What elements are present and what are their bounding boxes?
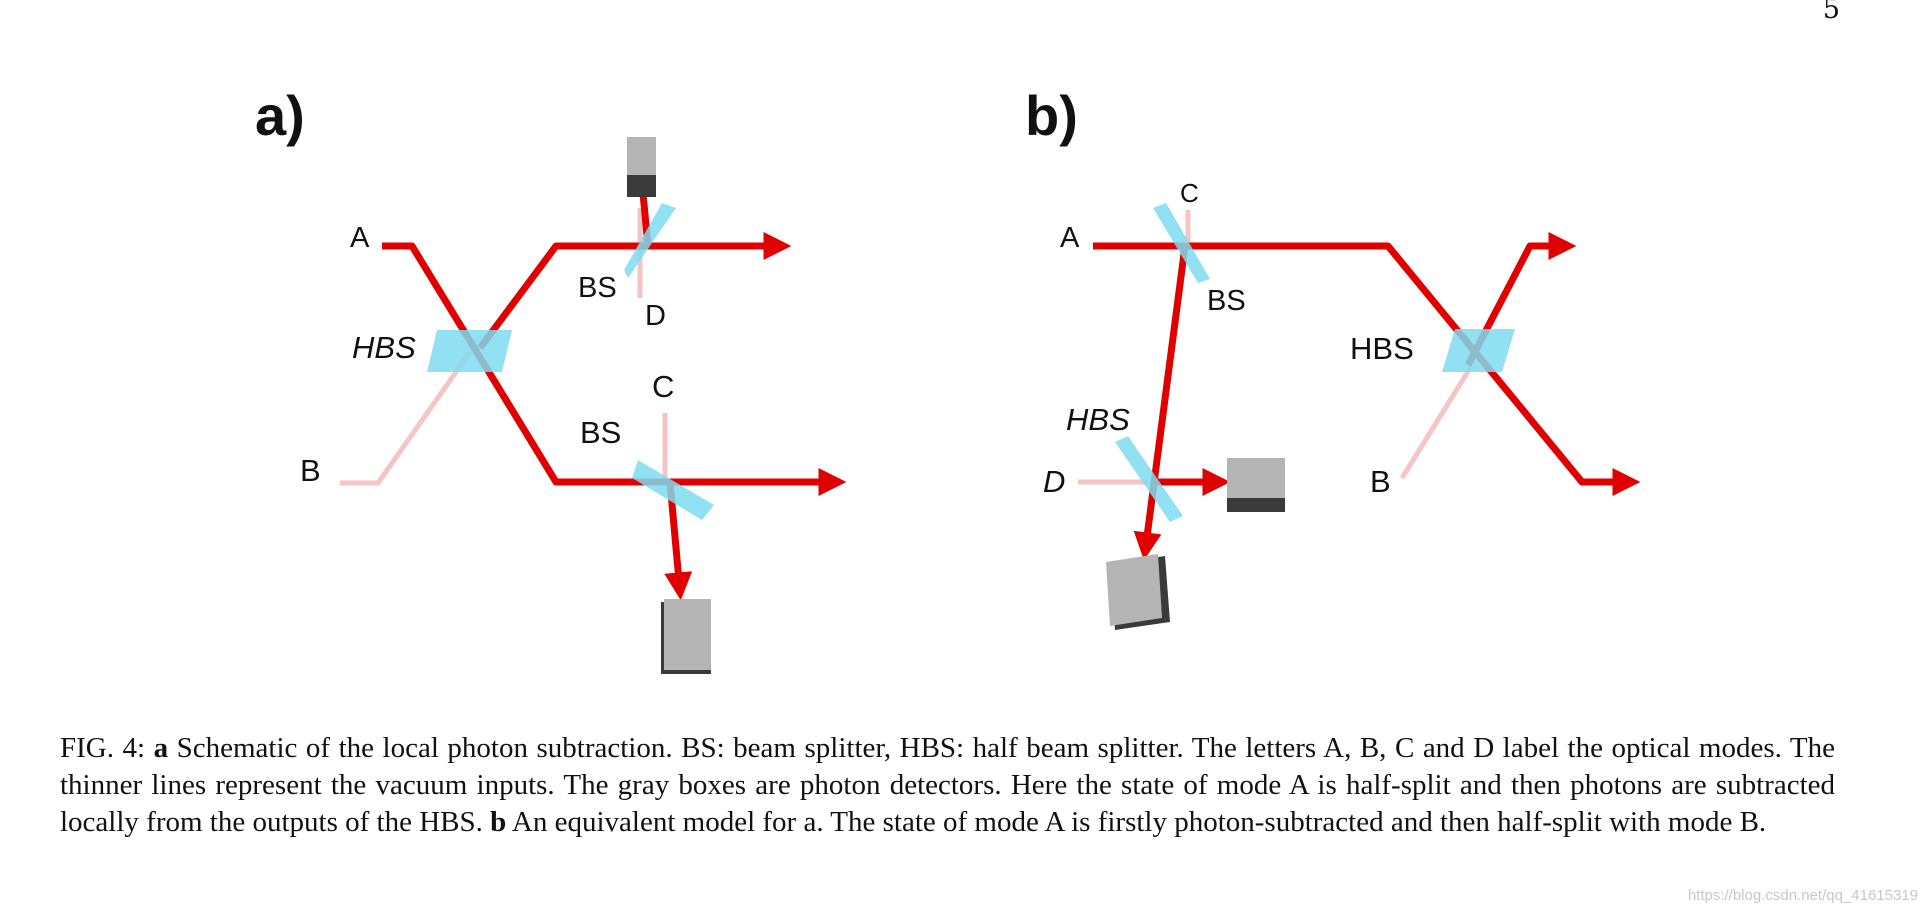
caption-a-marker: a bbox=[153, 732, 169, 764]
figure-caption: FIG. 4: a Schematic of the local photon … bbox=[60, 730, 1835, 841]
panel-b: b) bbox=[1025, 84, 1641, 630]
hbs-splitter-a bbox=[427, 330, 512, 372]
detector-top-a bbox=[627, 137, 656, 197]
hbs-splitter-right-b bbox=[1442, 329, 1515, 372]
panel-b-label: b) bbox=[1025, 84, 1078, 147]
bs-splitter-bottom-a bbox=[632, 460, 714, 520]
figure-4: a) bbox=[255, 84, 1641, 674]
caption-part-b: An equivalent model for a. The state of … bbox=[506, 806, 1767, 838]
caption-b-marker: b bbox=[490, 806, 507, 838]
bs-splitter-top-a bbox=[624, 203, 676, 278]
bs-label-bottom-a: BS bbox=[580, 415, 621, 450]
mode-label-a: A bbox=[350, 222, 370, 254]
panel-a-label: a) bbox=[255, 84, 305, 147]
mode-label-c: C bbox=[652, 369, 674, 404]
watermark: https://blog.csdn.net/qq_41615319 bbox=[1687, 887, 1918, 904]
caption-prefix: FIG. 4: bbox=[60, 732, 154, 764]
panel-a: a) bbox=[255, 84, 847, 674]
page-number: 5 bbox=[1822, 0, 1840, 25]
bs-label-top-a: BS bbox=[578, 272, 617, 304]
caption-part-a: Schematic of the local photon subtractio… bbox=[60, 732, 1835, 838]
detector-bottom-a bbox=[661, 599, 711, 674]
mode-label-b: B bbox=[1370, 464, 1391, 499]
hbs-splitter-left-b bbox=[1115, 436, 1183, 522]
hbs-label-left-b: HBS bbox=[1066, 402, 1130, 437]
mode-label-b: B bbox=[300, 453, 321, 488]
mode-label-a: A bbox=[1060, 222, 1080, 254]
detector-bottom-b bbox=[1106, 554, 1170, 630]
mode-label-d: D bbox=[1043, 464, 1065, 499]
hbs-label-a: HBS bbox=[352, 330, 416, 365]
mode-label-d: D bbox=[645, 300, 666, 332]
bs-label-b: BS bbox=[1207, 285, 1246, 317]
detector-right-b bbox=[1227, 458, 1285, 512]
hbs-label-right-b: HBS bbox=[1350, 331, 1414, 366]
bs-splitter-b bbox=[1153, 203, 1210, 283]
mode-label-c: C bbox=[1180, 178, 1199, 208]
